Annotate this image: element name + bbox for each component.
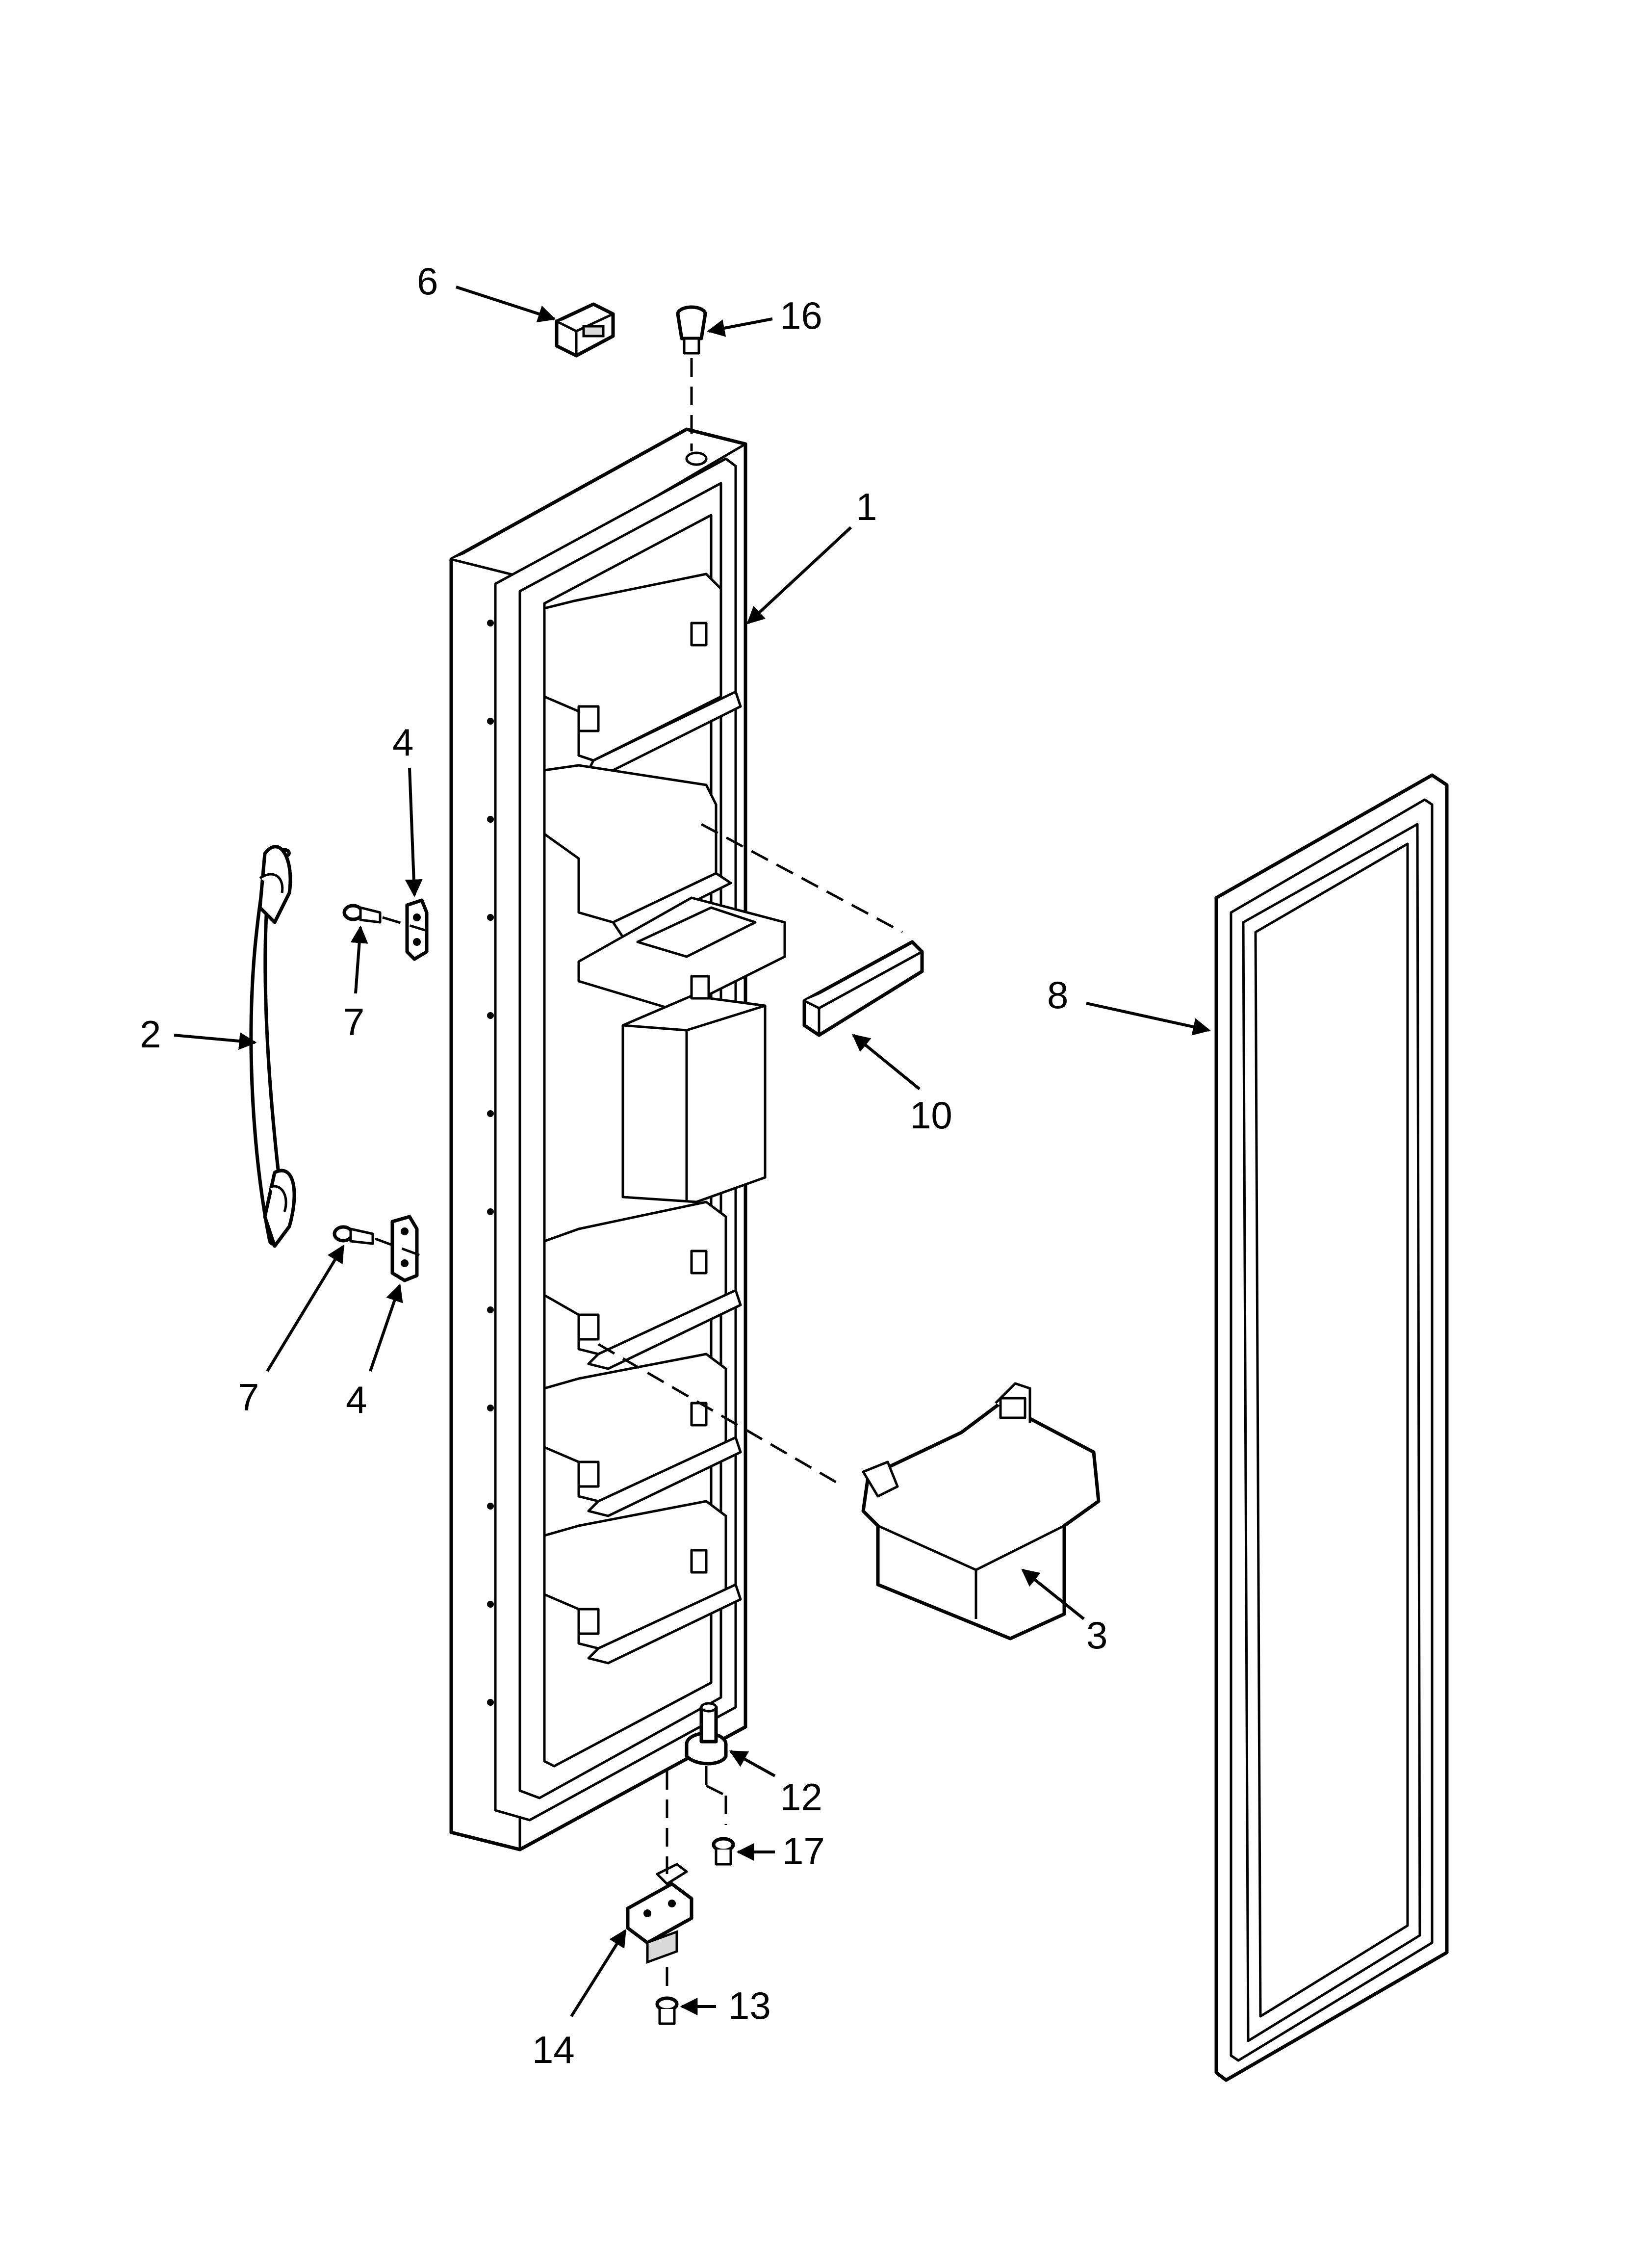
callout-12: 12 — [780, 1775, 822, 1819]
callout-8: 8 — [1047, 973, 1068, 1017]
part-8-door-gasket — [1214, 773, 1449, 2082]
leader-lines — [174, 286, 1211, 2017]
callout-16: 16 — [780, 294, 822, 337]
callout-14: 14 — [532, 2028, 575, 2071]
part-14-hinge-bracket — [626, 1771, 693, 1992]
callout-labels: 1 2 3 4 4 6 7 7 8 10 12 13 14 16 17 — [140, 260, 1107, 2071]
callout-3: 3 — [1086, 1614, 1107, 1657]
part-4-upper-handle-bracket — [405, 898, 429, 961]
part-12-bottom-hinge — [685, 1702, 728, 1825]
callout-4-upper: 4 — [392, 721, 413, 764]
part-7-upper-screw — [342, 904, 432, 934]
door-assembly — [449, 427, 786, 1851]
part-17-screw — [712, 1837, 735, 1866]
callout-10: 10 — [910, 1094, 952, 1137]
part-10-dispenser-trim — [700, 823, 924, 1037]
part-16-hinge-pin — [676, 305, 707, 451]
callout-4-lower: 4 — [346, 1378, 367, 1421]
callout-2: 2 — [140, 1013, 161, 1056]
callout-1: 1 — [856, 485, 877, 528]
callout-13: 13 — [728, 1984, 771, 2027]
part-2-door-handle — [249, 845, 296, 1248]
part-6-hinge-cover — [555, 302, 615, 358]
part-7-lower-screw — [333, 1225, 422, 1257]
callout-7-upper: 7 — [343, 1000, 364, 1043]
callout-7-lower: 7 — [238, 1376, 259, 1419]
part-13-screw — [655, 1996, 679, 2025]
callout-17: 17 — [782, 1829, 825, 1873]
door-edge-rivets — [487, 620, 494, 1706]
callout-6: 6 — [417, 260, 438, 303]
